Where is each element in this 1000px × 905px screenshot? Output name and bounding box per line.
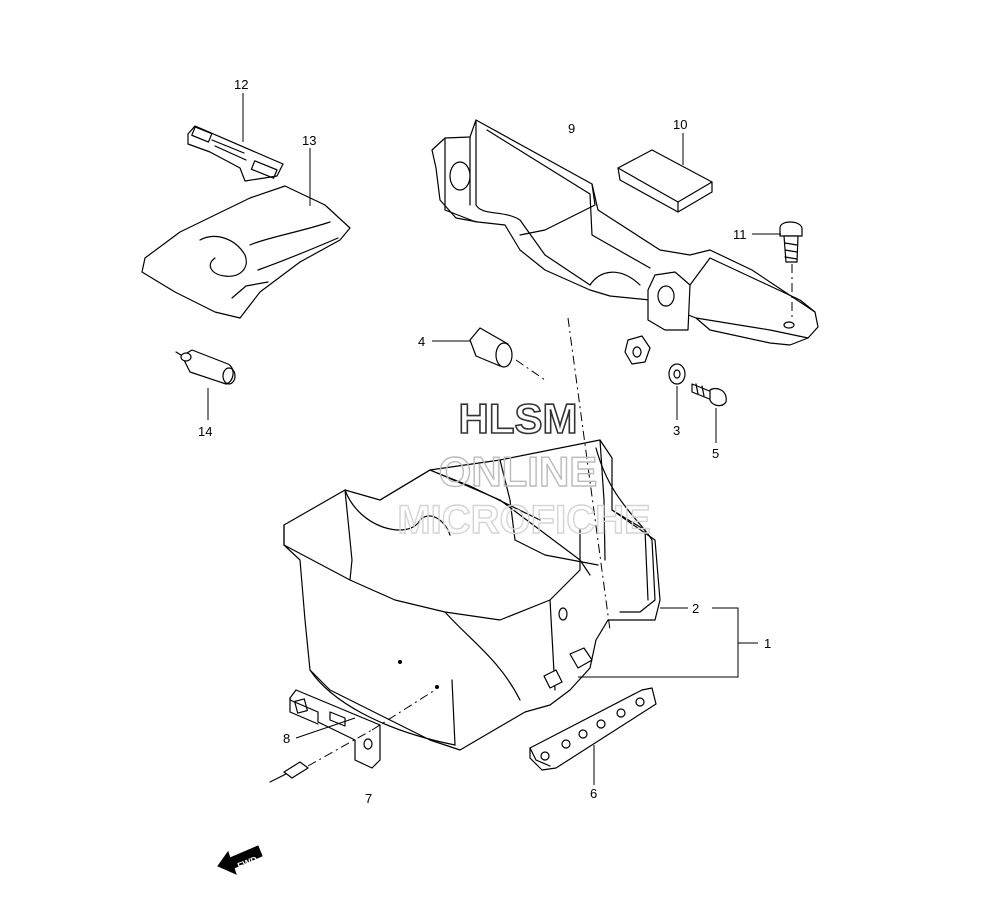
watermark-line-2: ONLINE [439, 448, 598, 495]
part-4-damper[interactable] [469, 327, 546, 381]
callout-4: 4 [418, 334, 425, 349]
part-11-bolt[interactable] [779, 221, 803, 320]
callout-10: 10 [673, 117, 687, 132]
part-14-bumper[interactable] [175, 349, 236, 385]
watermark-line-1: HLSM [459, 395, 578, 442]
leader-lines [207, 93, 781, 785]
part-10-pad[interactable] [617, 149, 713, 213]
callout-8: 8 [283, 731, 290, 746]
callout-12: 12 [234, 77, 248, 92]
part-1-battery-box[interactable] [283, 317, 661, 751]
part-3-washer[interactable] [668, 363, 686, 385]
watermark: HLSM ONLINE MICROFICHE [397, 394, 652, 543]
callout-13: 13 [302, 133, 316, 148]
watermark-line-3: MICROFICHE [397, 498, 650, 542]
callout-6: 6 [590, 786, 597, 801]
callout-2: 2 [692, 601, 699, 616]
part-13-cover[interactable] [141, 185, 351, 319]
part-12-strap[interactable] [187, 125, 284, 182]
callout-7: 7 [365, 791, 372, 806]
part-6-clamp-plate[interactable] [529, 687, 657, 771]
part-5-bolt[interactable] [691, 383, 727, 407]
callout-9: 9 [568, 121, 575, 136]
forward-arrow-icon: FWD [217, 845, 263, 875]
part-8-bracket[interactable] [289, 689, 381, 769]
callout-14: 14 [198, 424, 212, 439]
part-7-rod[interactable] [269, 689, 436, 783]
callout-3: 3 [673, 423, 680, 438]
callout-labels: 1 2 3 4 5 6 7 8 9 10 11 12 13 14 [198, 77, 771, 806]
callout-11: 11 [733, 227, 747, 242]
callout-1: 1 [764, 636, 771, 651]
callout-5: 5 [712, 446, 719, 461]
part-9-bracket[interactable] [431, 119, 819, 365]
